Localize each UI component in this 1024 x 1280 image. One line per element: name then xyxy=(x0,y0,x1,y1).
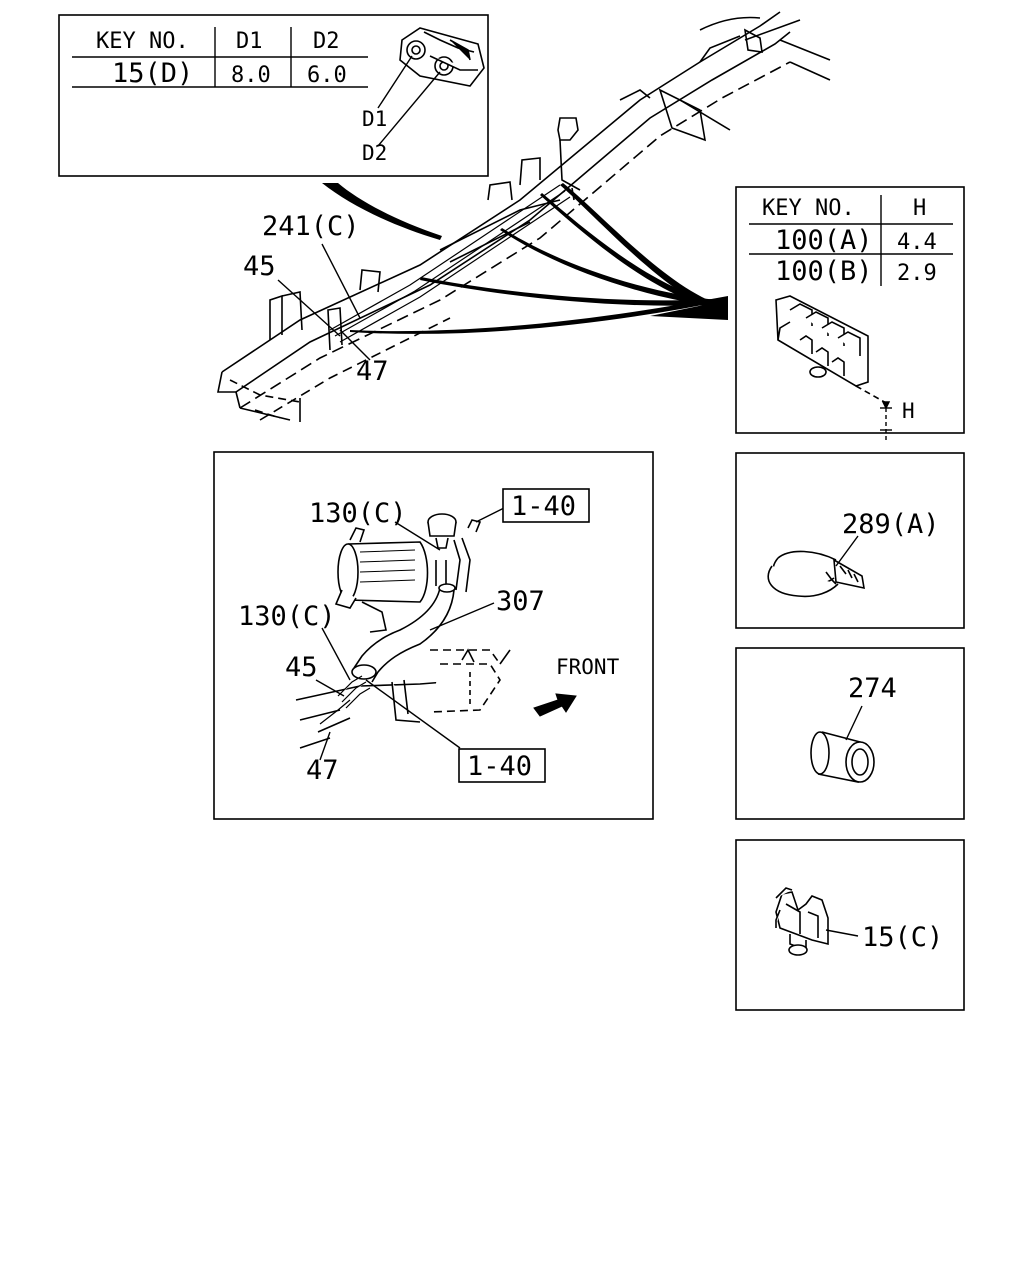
pointer-fan-to-100 xyxy=(350,183,728,334)
cell-d1-value: 8.0 xyxy=(231,63,271,88)
callout-130c-top: 130(C) xyxy=(309,498,407,529)
label-15c: 15(C) xyxy=(862,922,943,953)
clip-100-drawing xyxy=(775,295,889,405)
ref-box-bottom xyxy=(458,748,546,783)
cell-d2-value: 6.0 xyxy=(307,63,347,88)
callout-47-detail: 47 xyxy=(306,755,339,786)
ref-box-top xyxy=(502,488,590,523)
detail-leaders xyxy=(315,507,505,761)
front-label: FRONT xyxy=(556,655,620,679)
cell-key-15d: 15(D) xyxy=(112,58,193,89)
front-arrow-icon xyxy=(533,693,577,717)
dim-label-d1: D1 xyxy=(362,107,387,131)
part-274-box: 274 xyxy=(735,647,965,820)
cell-key-100a: 100(A) xyxy=(775,225,873,256)
cell-key-100b: 100(B) xyxy=(775,256,873,287)
leader-274 xyxy=(845,705,863,741)
cell-h-100a: 4.4 xyxy=(897,230,937,255)
label-274: 274 xyxy=(848,673,897,704)
h-dimension-mark xyxy=(880,401,892,440)
ref-label-top: 1-40 xyxy=(511,491,576,522)
collar-drawing xyxy=(810,731,875,783)
dim-label-d2: D2 xyxy=(362,141,387,165)
detail-box: FRONT 130(C) 307 130(C) 45 47 1-40 1-40 xyxy=(213,451,654,820)
fuel-filler-drawing xyxy=(295,513,511,749)
callout-130c-lower: 130(C) xyxy=(238,601,336,632)
header-key-no-100: KEY NO. xyxy=(762,196,855,221)
table-15d-box: KEY NO. D1 D2 15(D) 8.0 6.0 D1 D2 xyxy=(58,14,489,177)
d1-leader xyxy=(377,55,413,109)
header-key-no: KEY NO. xyxy=(96,29,189,54)
callout-45-detail: 45 xyxy=(285,652,318,683)
callout-241c: 241(C) xyxy=(262,211,360,242)
callout-307: 307 xyxy=(496,586,545,617)
callout-47-main: 47 xyxy=(356,356,389,387)
header-d2: D2 xyxy=(313,29,340,54)
leader-15c xyxy=(825,929,859,937)
ref-label-bottom: 1-40 xyxy=(467,751,532,782)
dim-label-h: H xyxy=(902,399,915,423)
pointer-curve-from-15d xyxy=(322,183,442,240)
header-h: H xyxy=(913,196,926,221)
d2-leader xyxy=(377,71,441,147)
label-289a: 289(A) xyxy=(842,509,940,540)
leader-289a xyxy=(835,535,859,567)
table-100-box: KEY NO. H 100(A) 4.4 100(B) 2.9 H xyxy=(735,186,965,440)
cell-h-100b: 2.9 xyxy=(897,261,937,286)
main-leaders xyxy=(277,243,371,361)
part-289a-box: 289(A) xyxy=(735,452,965,629)
cable-tie-drawing xyxy=(767,550,865,598)
clip-15d-drawing xyxy=(399,27,485,87)
part-15c-box: 15(C) xyxy=(735,839,965,1011)
header-d1: D1 xyxy=(236,29,263,54)
callout-45-main: 45 xyxy=(243,251,276,282)
clip-15c-drawing xyxy=(775,887,829,956)
chassis-frame-drawing xyxy=(217,11,831,422)
